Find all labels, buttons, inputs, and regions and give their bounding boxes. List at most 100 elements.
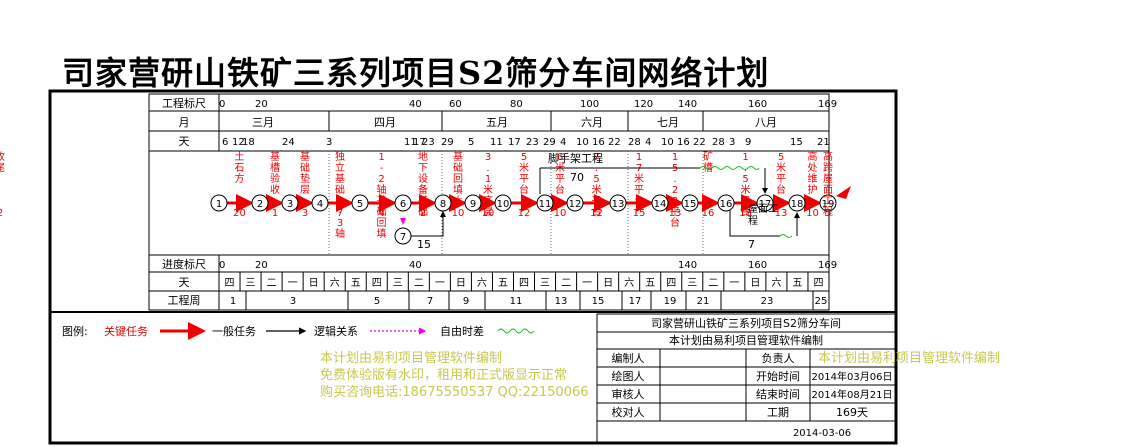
task-duration: 13: [669, 208, 682, 219]
day-label: 4: [645, 137, 651, 148]
weekday-label: 三: [393, 278, 403, 289]
task-name-char: 6: [557, 152, 563, 163]
task-name-char: 方: [235, 172, 245, 185]
weekday-label: 一: [582, 278, 592, 289]
weekday-label: 六: [624, 277, 634, 289]
week-label: 7: [427, 296, 433, 307]
node-number: 12: [569, 199, 582, 210]
task-name-char: 2: [672, 185, 678, 196]
node-number: 17: [759, 199, 772, 210]
task-name-char: 工: [823, 196, 833, 207]
row-label-progress: 进度标尺: [162, 257, 206, 271]
week-label: 5: [374, 296, 380, 307]
task-name-char: 槽: [270, 161, 280, 174]
task-name-char: 程: [823, 206, 833, 218]
node-number: 15: [684, 199, 697, 210]
task-name-char: 跨: [823, 162, 833, 174]
task-name-char: 台: [634, 194, 644, 207]
task-duration: 10: [554, 208, 567, 219]
month-label: 六月: [581, 116, 603, 129]
task-name-char: 台: [519, 183, 529, 196]
task-name-char: -: [338, 207, 342, 218]
node-number: 7: [400, 232, 406, 243]
tb-k2-2: 结束时间: [756, 388, 800, 401]
scale-tick: 80: [510, 99, 523, 110]
label-equip-dur: 15: [417, 238, 431, 251]
day-label: 22: [693, 137, 706, 148]
task-name-char: 填: [377, 227, 387, 240]
watermark-line-2: 免费体验版有水印，租用和正式版显示正常: [320, 368, 568, 383]
week-label: 9: [463, 296, 469, 307]
weekday-label: 一: [435, 278, 445, 289]
week-label: 21: [697, 296, 710, 307]
row-label-scale: 工程标尺: [162, 96, 206, 110]
task-name-char: 土: [235, 150, 245, 163]
day-label: 28: [712, 137, 725, 148]
month-label: 八月: [755, 116, 777, 129]
network-node: [251, 194, 269, 212]
day-label: 24: [282, 137, 295, 148]
roof-label-1: 屋面工: [748, 203, 778, 215]
network-node: [609, 194, 627, 212]
tb-k2-1: 开始时间: [756, 369, 800, 383]
weekday-label: 五: [498, 278, 508, 289]
task-name-char: 5: [778, 152, 784, 163]
task-name-char: 层: [300, 184, 310, 196]
month-label: 四月: [374, 116, 396, 129]
task-name-char: 平: [555, 174, 565, 185]
task-name-char: 层: [483, 206, 493, 218]
weekday-label: 六: [330, 277, 340, 289]
task-name-char: 回: [377, 217, 387, 229]
watermark-line-3: 购买咨询电话:18675550537 QQ:22150066: [320, 385, 589, 400]
legend-normal-text: 一般任务: [212, 325, 256, 338]
week-label: 15: [592, 296, 605, 307]
watermark-line-1b: 本计划由易利项目管理软件编制: [818, 351, 1001, 366]
label-roof-dur: 7: [748, 238, 755, 251]
task-name-char: 米: [519, 161, 529, 174]
task-name-char: 台: [741, 205, 751, 218]
scale-tick: 120: [634, 99, 653, 110]
task-name-char: 基: [300, 150, 310, 163]
node-number: 3: [287, 199, 293, 210]
task-duration: 20: [233, 208, 246, 219]
task-name-char: 5: [742, 174, 748, 185]
weekday-label: 五: [351, 278, 361, 289]
task-name-char: 台: [555, 183, 565, 196]
weekday-label: 日: [603, 278, 613, 289]
task-duration: 2: [420, 208, 426, 219]
progress-tick: 140: [678, 260, 697, 271]
scale-tick: 160: [748, 99, 767, 110]
task-name-char: 台: [670, 216, 680, 229]
task-name-char: 5: [521, 152, 527, 163]
network-node: [788, 194, 806, 212]
day-label: 3: [729, 137, 735, 148]
node-number: 4: [317, 199, 323, 210]
legend-free-text: 自由时差: [440, 324, 484, 338]
weekday-label: 二: [561, 278, 571, 289]
network-node: [464, 194, 482, 212]
task-name-char: .: [673, 174, 676, 185]
day-label: 10: [576, 137, 589, 148]
month-label: 七月: [657, 116, 679, 129]
task-name-char: 地: [418, 150, 428, 163]
tb-k1-0: 编制人: [612, 351, 645, 365]
task-name-char: 础: [418, 206, 428, 218]
weekday-label: 三: [687, 278, 697, 289]
task-name-char: 2: [378, 174, 384, 185]
task-name-char: 平: [519, 174, 529, 185]
task-name-char: 处: [808, 162, 818, 174]
node-number: 14: [654, 199, 667, 210]
day-label: 6: [222, 137, 228, 148]
day-label: 22: [608, 137, 621, 148]
tb-k1-1: 绘图人: [612, 369, 645, 383]
weekday-label: 二: [267, 278, 277, 289]
task-duration: 10: [452, 208, 465, 219]
day-label: 10: [661, 137, 674, 148]
month-label: 三月: [252, 116, 274, 129]
progress-tick: 169: [818, 260, 837, 271]
task-name-char: 独: [335, 150, 345, 163]
weekday-label: 三: [246, 278, 256, 289]
weekday-label: 日: [309, 278, 319, 289]
watermark-line-3b: [818, 384, 1000, 401]
node-number: 8: [440, 199, 446, 210]
